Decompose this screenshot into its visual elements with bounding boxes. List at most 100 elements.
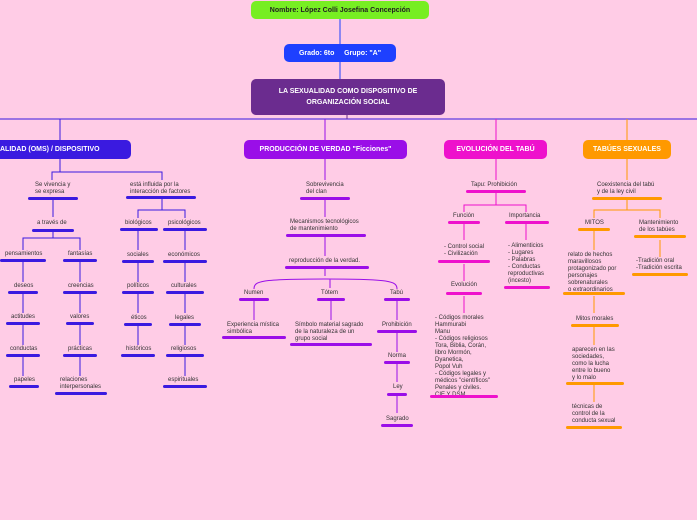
node-fantasias: fantasías	[68, 251, 93, 257]
underline	[122, 291, 154, 294]
underline	[317, 298, 345, 301]
underline	[8, 291, 38, 294]
underline	[63, 259, 97, 262]
node-politicos: políticos	[127, 283, 150, 289]
underline	[163, 228, 207, 231]
branch1-title: ALIDAD (OMS) / DISPOSITIVO	[0, 140, 131, 159]
underline	[566, 382, 624, 385]
node-tabu: Tabú	[390, 290, 404, 296]
node-simbolo: Símbolo material sagrado de la naturalez…	[295, 322, 364, 342]
underline	[300, 197, 350, 200]
node-evolucion-items: - Códigos morales Hammurabi Manu - Códig…	[435, 315, 490, 398]
underline	[66, 322, 94, 325]
node-tecnicas: técnicas de control de la conducta sexua…	[572, 404, 616, 424]
node-sociales: sociales	[127, 252, 149, 258]
underline	[163, 260, 207, 263]
underline	[290, 343, 372, 346]
underline	[166, 354, 204, 357]
node-tapu: Tapu: Prohibición	[471, 182, 518, 188]
node-sobrevivencia: Sobrevivencia del clan	[306, 182, 344, 195]
underline	[169, 323, 201, 326]
node-prohibicion: Prohibición	[382, 322, 412, 328]
underline	[377, 330, 417, 333]
node-mantenimiento: Mantenimiento de los tabúes	[639, 220, 679, 233]
underline	[63, 354, 97, 357]
node-practicas: prácticas	[68, 346, 93, 352]
node-evolucion: Evolución	[451, 282, 478, 288]
node-importancia-items: - Alimenticios - Lugares - Palabras - Co…	[508, 243, 545, 284]
underline	[32, 229, 74, 232]
underline	[286, 234, 366, 237]
underline	[166, 291, 204, 294]
underline	[121, 354, 155, 357]
node-biologicos: biológicos	[125, 220, 152, 226]
node-funcion: Función	[453, 213, 475, 219]
node-historicos: históricos	[126, 346, 152, 352]
node-economicos: económicos	[168, 252, 201, 258]
underline	[438, 260, 490, 263]
underline	[6, 354, 40, 357]
underline	[124, 323, 152, 326]
branch4-title: TABÚES SEXUALES	[583, 140, 671, 159]
underline	[222, 336, 286, 339]
node-eticos: éticos	[131, 315, 147, 321]
node-papeles: papeles	[14, 377, 36, 383]
node-funcion-items: - Control social - Civilización	[444, 244, 485, 257]
underline	[122, 260, 154, 263]
node-culturales: culturales	[171, 283, 197, 289]
underline	[0, 259, 46, 262]
underline	[632, 273, 688, 276]
grade-group-box: Grado: 6to Grupo: "A"	[284, 44, 396, 62]
underline	[120, 228, 158, 231]
node-totem: Tótem	[321, 290, 339, 296]
underline	[578, 228, 610, 231]
node-valores: valores	[70, 314, 90, 320]
node-numen: Numen	[244, 290, 264, 296]
underline	[563, 292, 625, 295]
underline	[55, 392, 107, 395]
node-actitudes: actitudes	[11, 314, 36, 320]
node-coexistencia: Coexistencia del tabú y de la ley civil	[597, 182, 655, 195]
underline	[430, 395, 498, 398]
node-deseos: deseos	[14, 283, 34, 289]
node-conductas: conductas	[10, 346, 38, 352]
node-importancia: Importancia	[509, 213, 541, 219]
node-psicologicos: psicológicos	[168, 220, 201, 226]
node-ley: Ley	[393, 384, 403, 390]
node-mitos: MITOS	[585, 220, 604, 226]
underline	[387, 393, 407, 396]
node-legales: legales	[175, 315, 195, 321]
node-se-vivencia: Se vivencia y se expresa	[35, 182, 71, 195]
node-a-traves: a través de	[37, 220, 67, 226]
underline	[566, 426, 622, 429]
node-creencias: creencias	[68, 283, 94, 289]
underline	[285, 266, 369, 269]
underline	[592, 197, 662, 200]
node-tradicion: -Tradición oral -Tradición escrita	[636, 258, 682, 271]
node-espirituales: espirituales	[168, 377, 199, 383]
underline	[9, 385, 39, 388]
underline	[446, 292, 482, 295]
node-religiosos: religiosos	[171, 346, 197, 352]
node-mitos-morales: Mitos morales	[576, 316, 614, 322]
name-box: Nombre: López Colli Josefina Concepción	[251, 1, 429, 19]
underline	[239, 298, 269, 301]
underline	[634, 235, 686, 238]
underline	[126, 196, 196, 199]
underline	[163, 385, 207, 388]
branch3-title: EVOLUCIÓN DEL TABÚ	[444, 140, 547, 159]
node-influida: está influida por la interacción de fact…	[130, 182, 191, 195]
branch2-title: PRODUCCIÓN DE VERDAD "Ficciones"	[244, 140, 407, 159]
underline	[63, 291, 97, 294]
underline	[466, 190, 526, 193]
node-experiencia: Experiencia mística simbólica	[227, 322, 280, 335]
node-relaciones: relaciones interpersonales	[60, 377, 102, 390]
underline	[504, 286, 550, 289]
node-norma: Norma	[388, 353, 407, 359]
underline	[384, 298, 410, 301]
node-sagrado: Sagrado	[386, 416, 409, 422]
underline	[384, 361, 410, 364]
underline	[571, 324, 619, 327]
underline	[505, 221, 549, 224]
